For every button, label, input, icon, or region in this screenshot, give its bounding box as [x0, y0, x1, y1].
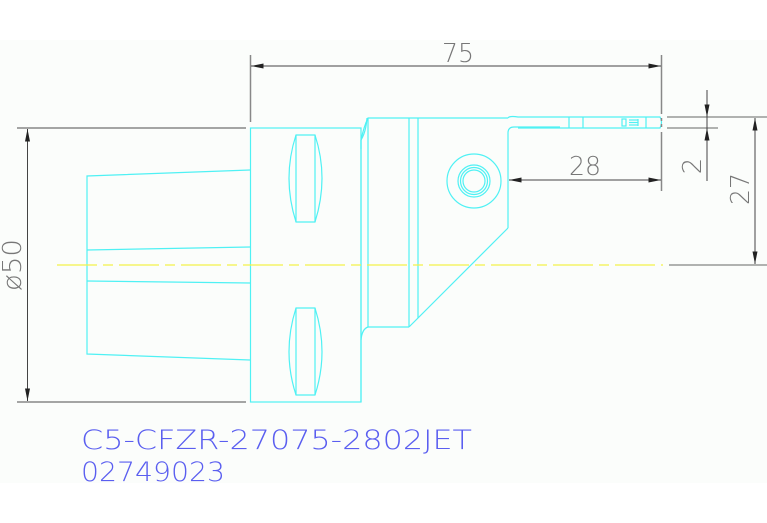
dim-28-label: 28	[569, 152, 601, 182]
tool-holder-geometry	[86, 115, 663, 403]
dim-75-label: 75	[442, 39, 474, 69]
dim-50-label: ø50	[0, 239, 28, 291]
dim-27-label: 27	[726, 173, 756, 205]
drawing-background	[0, 40, 767, 483]
key-slot-top	[288, 134, 323, 223]
part-model-label: C5-CFZR-27075-2802JET	[81, 425, 472, 456]
key-slot-bottom	[288, 307, 323, 396]
dim-2-label: 2	[678, 158, 708, 175]
head-body	[360, 117, 560, 402]
part-code-label: 02749023	[81, 457, 225, 488]
clamp-screw-icon	[446, 153, 502, 209]
dimension-lines	[17, 55, 767, 403]
